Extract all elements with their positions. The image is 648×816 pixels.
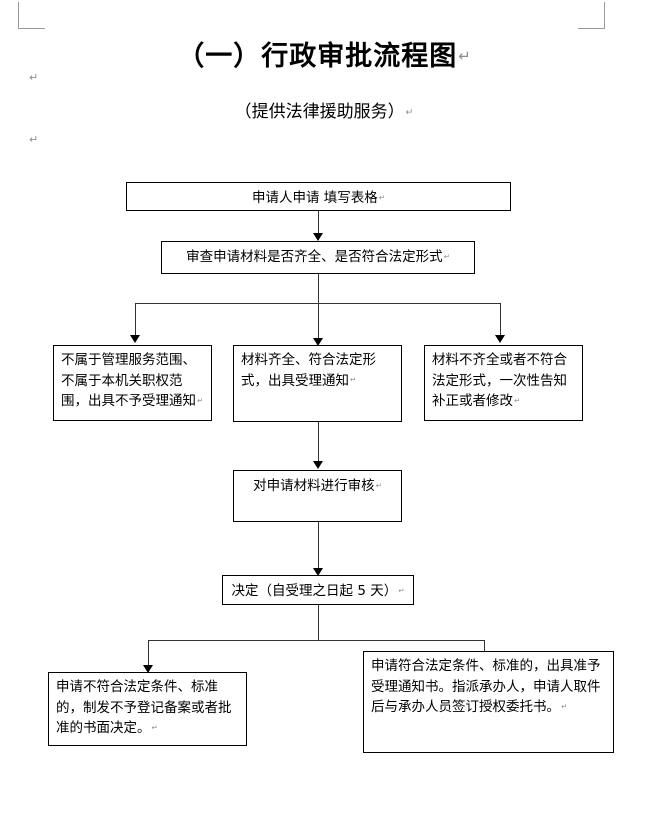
node-complete-accept: 材料齐全、符合法定形式，出具受理通知↵	[233, 345, 402, 422]
page-title-text: （一）行政审批流程图	[177, 41, 458, 72]
connector-apply-to-review	[318, 210, 319, 234]
node-not-qualified-text: 申请不符合法定条件、标准的，制发不予登记备案或者批准的书面决定。↵	[56, 679, 232, 737]
connector-review-stem	[318, 273, 319, 303]
paragraph-mark-material-audit: ↵	[375, 480, 382, 490]
node-not-qualified: 申请不符合法定条件、标准的，制发不予登记备案或者批准的书面决定。↵	[48, 672, 247, 746]
paragraph-mark-out-of-scope: ↵	[197, 395, 204, 405]
paragraph-mark-complete-accept: ↵	[350, 375, 357, 385]
node-out-of-scope-text: 不属于管理服务范围、不属于本机关职权范围，出具不予受理通知↵	[61, 352, 204, 410]
node-apply: 申请人申请 填写表格↵	[126, 182, 511, 211]
node-apply-text: 申请人申请 填写表格↵	[251, 190, 385, 206]
node-qualified-text: 申请符合法定条件、标准的，出具准予受理通知书。指派承办人，申请人取件后与承办人员…	[371, 658, 601, 716]
page-subtitle-text: （提供法律援助服务）	[234, 102, 405, 122]
node-complete-accept-text: 材料齐全、符合法定形式，出具受理通知↵	[241, 352, 376, 389]
margin-paragraph-mark-2: ↵	[29, 133, 39, 146]
arrowhead-audit-to-decision	[313, 568, 323, 576]
node-decision-text: 决定（自受理之日起 5 天）↵	[231, 583, 405, 599]
node-review-completeness: 审查申请材料是否齐全、是否符合法定形式↵	[161, 241, 475, 274]
node-incomplete-notify: 材料不齐全或者不符合法定形式，一次性告知补正或者修改↵	[424, 345, 583, 421]
node-material-audit: 对申请材料进行审核↵	[233, 470, 402, 522]
arrowhead-accept-to-audit	[313, 461, 323, 469]
paragraph-mark-subtitle: ↵	[405, 106, 414, 118]
crop-mark-top-right	[578, 2, 605, 29]
page-title: （一）行政审批流程图↵	[0, 34, 648, 73]
node-review-completeness-text: 审查申请材料是否齐全、是否符合法定形式↵	[186, 249, 450, 265]
margin-paragraph-mark-1: ↵	[29, 71, 39, 84]
node-out-of-scope: 不属于管理服务范围、不属于本机关职权范围，出具不予受理通知↵	[53, 345, 212, 421]
connector-decision-to-qualified	[484, 640, 485, 653]
node-material-audit-text: 对申请材料进行审核↵	[253, 478, 382, 494]
page-subtitle: （提供法律援助服务）↵	[0, 97, 648, 122]
connector-review-to-incomplete-notify	[500, 303, 501, 336]
paragraph-mark-incomplete-notify: ↵	[514, 395, 521, 405]
paragraph-mark-qualified: ↵	[561, 701, 568, 711]
connector-decision-split-bar	[148, 640, 485, 641]
connector-decision-to-not-qualified	[148, 640, 149, 672]
arrowhead-decision-to-not-qualified	[143, 665, 153, 673]
paragraph-mark-title: ↵	[458, 47, 471, 66]
connector-decision-stem	[318, 605, 319, 641]
node-incomplete-notify-text: 材料不齐全或者不符合法定形式，一次性告知补正或者修改↵	[432, 352, 567, 410]
arrowhead-review-to-incomplete-notify	[495, 335, 505, 343]
connector-review-to-out-of-scope	[135, 303, 136, 336]
node-qualified: 申请符合法定条件、标准的，出具准予受理通知书。指派承办人，申请人取件后与承办人员…	[363, 651, 614, 753]
paragraph-mark-apply: ↵	[378, 192, 385, 202]
crop-mark-top-left	[18, 2, 45, 29]
paragraph-mark-decision: ↵	[398, 585, 405, 595]
paragraph-mark-review-completeness: ↵	[443, 251, 450, 261]
connector-review-to-complete-accept	[318, 303, 319, 341]
connector-accept-to-audit	[318, 422, 319, 462]
paragraph-mark-not-qualified: ↵	[151, 722, 158, 732]
node-decision: 决定（自受理之日起 5 天）↵	[222, 575, 414, 605]
arrowhead-apply-to-review	[313, 233, 323, 241]
arrowhead-review-to-out-of-scope	[130, 335, 140, 343]
arrowhead-review-to-complete-accept	[313, 338, 323, 346]
connector-audit-to-decision	[318, 522, 319, 570]
